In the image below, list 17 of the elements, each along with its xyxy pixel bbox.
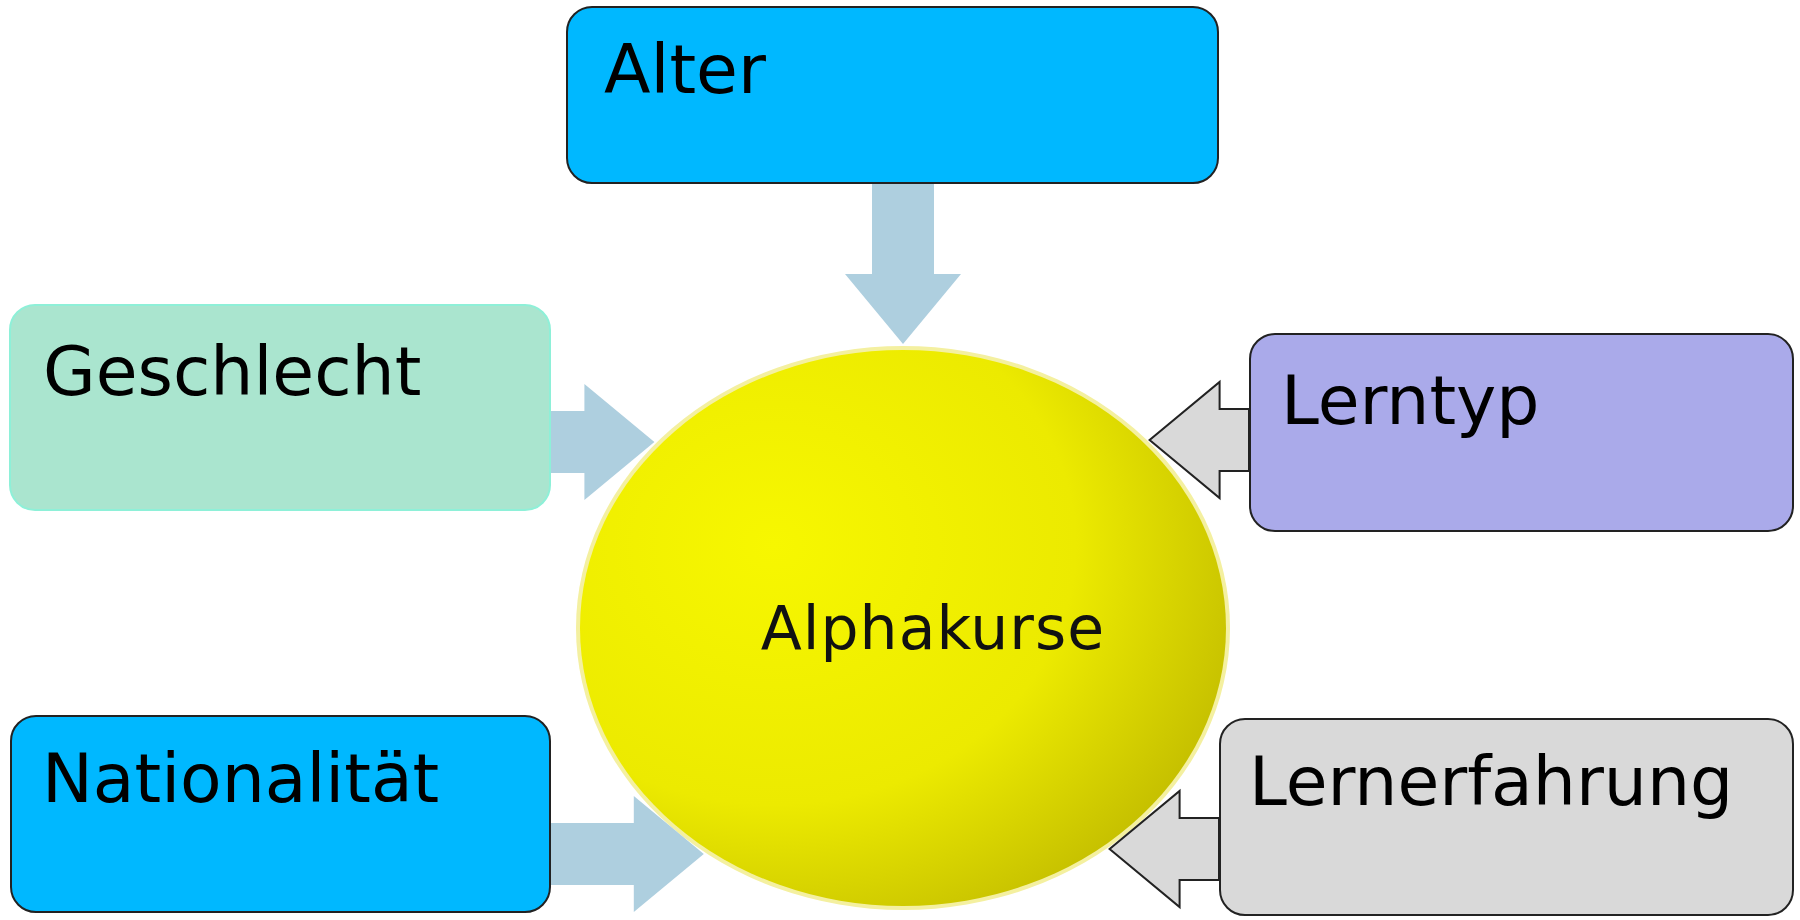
block-arrow <box>845 184 961 344</box>
block-arrow <box>1108 788 1220 910</box>
rounded-box <box>566 6 1219 184</box>
box-label: Geschlecht <box>43 332 422 411</box>
block-arrow <box>1148 379 1250 501</box>
box-label: Lerntyp <box>1281 361 1540 440</box>
circle-node <box>574 344 1232 912</box>
box-label: Alter <box>604 30 766 109</box>
rounded-box <box>1249 333 1794 532</box>
block-arrow <box>551 796 704 912</box>
block-arrow <box>551 384 655 500</box>
box-label: Nationalität <box>42 739 440 818</box>
box-label: Lernerfahrung <box>1249 742 1734 821</box>
rounded-box <box>1219 718 1794 916</box>
rounded-box <box>10 715 551 913</box>
rounded-box <box>9 304 551 511</box>
node-label: Alphakurse <box>760 593 1106 663</box>
